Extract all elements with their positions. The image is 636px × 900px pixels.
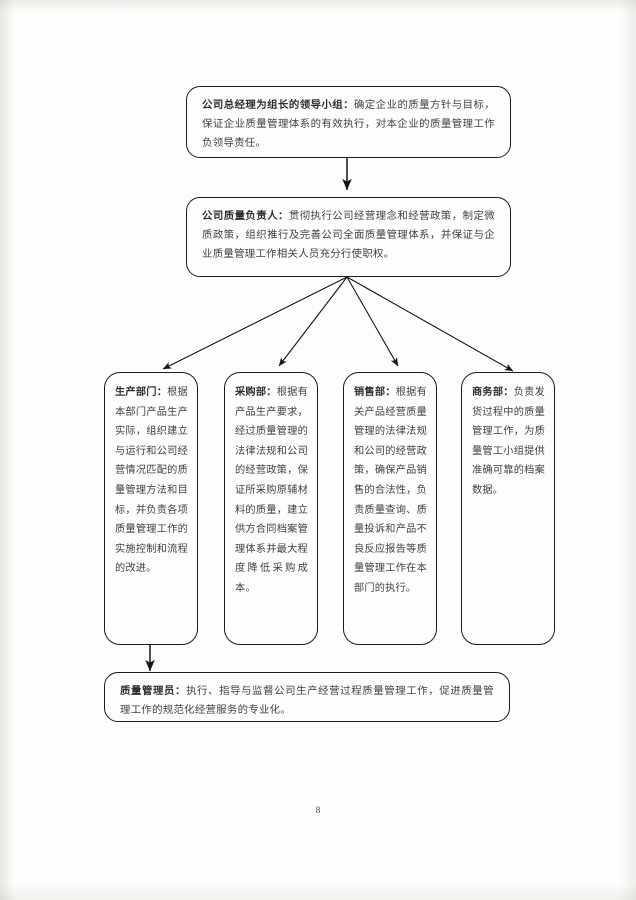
node-business-department-text: 商务部：负责发货过程中的质量管理工作，为质量管工小组提供准确可靠的档案数据。 — [472, 383, 545, 501]
node-quality-officer[interactable]: 公司质量负责人：贯彻执行公司经营理念和经营政策，制定微质政策，组织推行及完善公司… — [186, 197, 511, 277]
node-sales-department-lead: 销售部： — [354, 387, 396, 398]
edge-quality-officer-to-production — [162, 276, 348, 370]
node-leading-group[interactable]: 公司总经理为组长的领导小组：确定企业的质量方针与目标，保证企业质量管理体系的有效… — [186, 86, 511, 158]
node-production-department-lead: 生产部门： — [115, 387, 168, 398]
node-production-department-text: 生产部门：根据本部门产品生产实际，组织建立与运行和公司经营情况匹配的质量管理方法… — [115, 383, 188, 579]
node-sales-department-text: 销售部：根据有关产品经营质量管理的法律法规和公司的经营政策，确保产品销售的合法性… — [354, 383, 427, 599]
node-sales-department-body: 根据有关产品经营质量管理的法律法规和公司的经营政策，确保产品销售的合法性，负责质… — [354, 387, 427, 594]
node-leading-group-text: 公司总经理为组长的领导小组：确定企业的质量方针与目标，保证企业质量管理体系的有效… — [202, 96, 495, 153]
node-leading-group-lead: 公司总经理为组长的领导小组： — [202, 99, 355, 111]
node-quality-officer-lead: 公司质量负责人： — [202, 210, 289, 222]
node-quality-administrator[interactable]: 质量管理员：执行、指导与监督公司生产经营过程质量管理工作，促进质量管理工作的规范… — [104, 672, 510, 722]
scan-edge-shadow-left — [0, 0, 14, 900]
node-business-department[interactable]: 商务部：负责发货过程中的质量管理工作，为质量管工小组提供准确可靠的档案数据。 — [461, 372, 555, 645]
node-leading-group-body: 确定企业的质量方针与目标，保证企业质量管理体系的有效执行，对本企业的质量管理工作… — [202, 99, 495, 149]
node-business-department-lead: 商务部： — [472, 387, 514, 398]
node-purchasing-department-lead: 采购部： — [235, 387, 277, 398]
node-quality-officer-text: 公司质量负责人：贯彻执行公司经营理念和经营政策，制定微质政策，组织推行及完善公司… — [202, 207, 495, 264]
edge-quality-officer-to-sales — [346, 276, 399, 367]
edge-quality-officer-to-purchasing — [278, 276, 348, 367]
node-quality-officer-body: 贯彻执行公司经营理念和经营政策，制定微质政策，组织推行及完善公司全面质量管理体系… — [202, 210, 496, 260]
edge-quality-officer-to-business — [346, 276, 514, 372]
node-purchasing-department[interactable]: 采购部：根据有产品生产要求，经过质量管理的法律法规和公司的经营政策，保证所采购原… — [224, 372, 318, 645]
node-purchasing-department-body: 根据有产品生产要求，经过质量管理的法律法规和公司的经营政策，保证所采购原辅材料的… — [235, 387, 308, 594]
scan-edge-shadow-top — [0, 0, 636, 12]
page-number: 8 — [315, 806, 321, 816]
node-business-department-body: 负责发货过程中的质量管理工作，为质量管工小组提供准确可靠的档案数据。 — [472, 387, 545, 496]
node-quality-administrator-body: 执行、指导与监督公司生产经营过程质量管理工作，促进质量管理工作的规范化经营服务的… — [120, 685, 494, 716]
node-quality-administrator-text: 质量管理员：执行、指导与监督公司生产经营过程质量管理工作，促进质量管理工作的规范… — [120, 682, 494, 720]
node-production-department-body: 根据本部门产品生产实际，组织建立与运行和公司经营情况匹配的质量管理方法和目标，并… — [115, 387, 188, 575]
scan-edge-shadow-right — [620, 0, 636, 900]
scan-edge-shadow-bottom — [0, 884, 636, 900]
node-sales-department[interactable]: 销售部：根据有关产品经营质量管理的法律法规和公司的经营政策，确保产品销售的合法性… — [343, 372, 437, 645]
node-production-department[interactable]: 生产部门：根据本部门产品生产实际，组织建立与运行和公司经营情况匹配的质量管理方法… — [104, 372, 198, 645]
node-quality-administrator-lead: 质量管理员： — [120, 685, 187, 697]
node-purchasing-department-text: 采购部：根据有产品生产要求，经过质量管理的法律法规和公司的经营政策，保证所采购原… — [235, 383, 308, 599]
